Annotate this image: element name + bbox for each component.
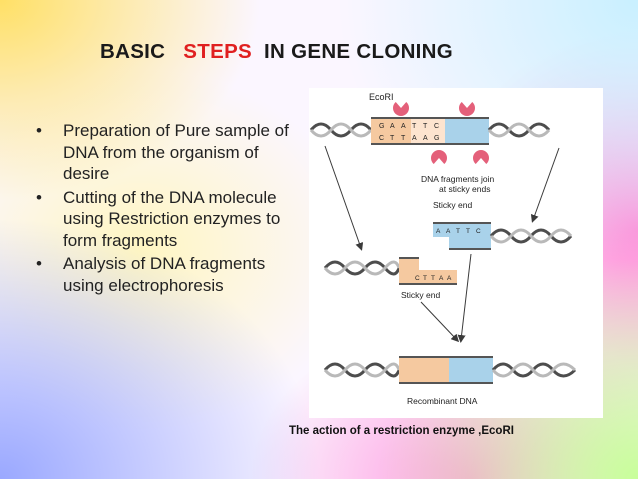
dna-strand-top (309, 117, 551, 145)
arrow-icon (420, 301, 460, 343)
base-letters-top: G A A T T C C T T A A G (379, 123, 439, 142)
arrow-icon (457, 253, 472, 343)
base-letter: T (456, 228, 460, 235)
base-letter: T (423, 123, 428, 130)
bullet-list: Preparation of Pure sample of DNA from t… (36, 120, 298, 298)
enzyme-icon (473, 150, 489, 166)
arrow-icon (324, 145, 364, 251)
base-letter: A (412, 135, 417, 142)
sticky-bases-bottom: C T T A A (415, 275, 452, 282)
dna-recombinant (323, 356, 577, 384)
base-letter: C (434, 123, 439, 130)
base-letter: T (401, 135, 406, 142)
base-letter: A (439, 275, 444, 282)
dna-diagram: EcoRI G A A T T C C (309, 92, 577, 406)
join-label-line2: at sticky ends (439, 184, 491, 194)
base-letter: T (412, 123, 417, 130)
enzyme-icon (459, 100, 475, 116)
bullet-item: Analysis of DNA fragments using electrop… (36, 253, 298, 296)
recombinant-dna-label: Recombinant DNA (407, 396, 478, 406)
enzyme-label: EcoRI (369, 92, 394, 102)
join-label-line1: DNA fragments join (421, 174, 494, 184)
base-letter: C (379, 135, 384, 142)
base-letter: A (423, 135, 428, 142)
figure-caption: The action of a restriction enzyme ,EcoR… (289, 425, 514, 437)
base-letter: A (390, 123, 395, 130)
slide-title: BASIC STEPS IN GENE CLONING (100, 40, 453, 64)
base-letter: C (415, 275, 420, 282)
base-letter: A (446, 228, 451, 235)
title-part-1: BASIC (100, 40, 166, 63)
bullet-item: Cutting of the DNA molecule using Restri… (36, 187, 298, 252)
base-letter: C (476, 228, 481, 235)
base-letter: A (447, 275, 452, 282)
title-part-2: IN GENE CLONING (264, 40, 454, 63)
restriction-enzyme-figure: EcoRI G A A T T C C (309, 88, 603, 418)
base-letter: T (466, 228, 470, 235)
bullet-item: Preparation of Pure sample of DNA from t… (36, 120, 298, 185)
sticky-end-label-2: Sticky end (401, 290, 440, 300)
base-letter: A (436, 228, 441, 235)
base-letter: T (431, 275, 435, 282)
base-letter: A (401, 123, 406, 130)
dna-fragment-right (433, 222, 573, 250)
base-letter: T (423, 275, 427, 282)
sticky-bases-top: A A T T C (436, 228, 481, 235)
sticky-end-label-1: Sticky end (433, 200, 472, 210)
base-letter: G (434, 135, 439, 142)
enzyme-icon (393, 100, 409, 116)
dna-fragment-left (323, 257, 457, 285)
base-letter: T (390, 135, 395, 142)
base-letter: G (379, 123, 384, 130)
title-highlight: STEPS (183, 40, 253, 63)
enzyme-icon (431, 150, 447, 166)
arrow-icon (530, 147, 560, 223)
